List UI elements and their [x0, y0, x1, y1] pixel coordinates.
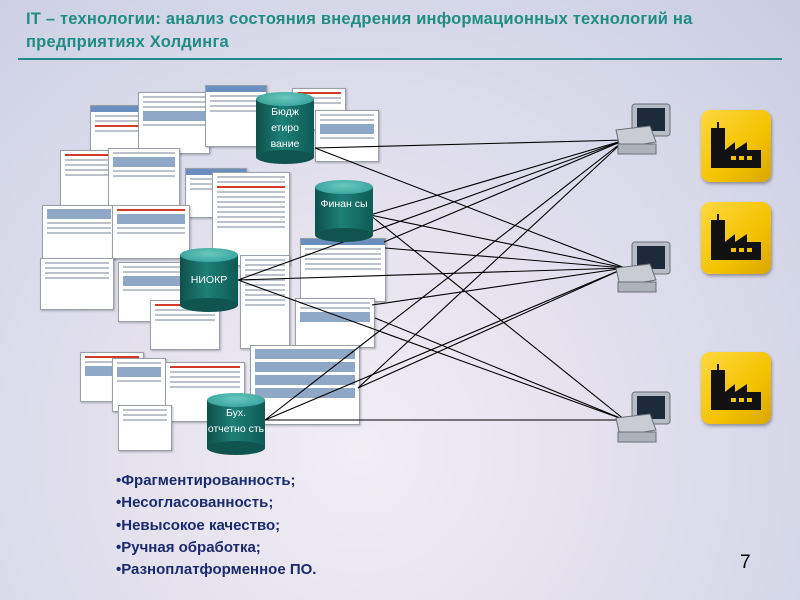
- factory-icon: [701, 202, 771, 274]
- computer-icon: [615, 391, 671, 443]
- database-accounting: Бух. отчетно сть: [207, 393, 265, 455]
- slide-title: IT – технологии: анализ состояния внедре…: [26, 10, 693, 51]
- database-label: Финан сы: [320, 198, 368, 210]
- document-thumbnail: [112, 205, 190, 259]
- list-item: •Фрагментированность;: [116, 472, 296, 489]
- database-research: НИОКР: [180, 248, 238, 312]
- database-budgeting: Бюдж етиро вание: [256, 92, 314, 164]
- database-label: Бюдж етиро вание: [270, 106, 300, 150]
- database-label: Бух. отчетно сть: [207, 407, 265, 435]
- computer-icon: [615, 241, 671, 293]
- list-item: •Разноплатформенное ПО.: [116, 561, 317, 579]
- document-thumbnail: [295, 298, 375, 348]
- factory-icon: [701, 110, 771, 182]
- page-number: 7: [740, 552, 751, 573]
- document-thumbnail: [40, 258, 114, 310]
- database-label: НИОКР: [190, 274, 228, 286]
- problems-list: •Фрагментированность; •Несогласованность…: [116, 470, 316, 581]
- document-thumbnail: [42, 205, 116, 259]
- title-divider: [18, 58, 782, 60]
- computer-icon: [615, 103, 671, 155]
- list-item: •Ручная обработка;: [116, 538, 261, 556]
- document-thumbnail: [112, 358, 166, 412]
- factory-icon: [701, 352, 771, 424]
- database-finance: Финан сы: [315, 180, 373, 242]
- document-thumbnail: [315, 110, 379, 162]
- list-item: •Невысокое качество;: [116, 516, 281, 534]
- list-item: •Несогласованность;: [116, 494, 274, 512]
- document-thumbnail: [118, 405, 172, 451]
- document-thumbnail: [250, 345, 360, 425]
- document-thumbnail: [108, 148, 180, 208]
